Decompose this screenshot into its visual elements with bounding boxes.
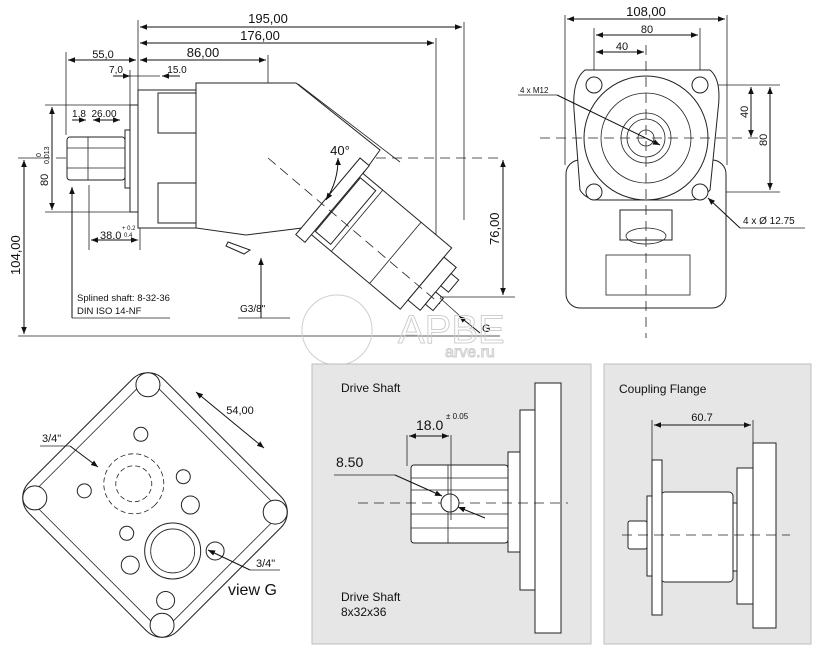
dim-bolt-spacing-v: 80 [758, 134, 770, 146]
dim-pilot-diameter: 80 [39, 174, 51, 186]
view-g-arrow-label: G [482, 323, 491, 335]
dim-flange-offset-left: 7,0 [109, 65, 123, 76]
dim-hole-diameter: 8.50 [336, 454, 363, 470]
dim-shaft-length: 55,0 [92, 49, 113, 61]
drive-shaft-title: Drive Shaft [341, 381, 401, 395]
dim-port-spacing: 54,00 [226, 405, 254, 417]
dim-shaft-tolerance: ± 0.05 [446, 412, 469, 421]
thread-label: 4 x M12 [520, 86, 549, 95]
view-g: 54,00 3/4" 3/4" view G [22, 372, 288, 638]
port-a-label: 3/4" [42, 433, 61, 445]
dim-bolt-spacing-h: 80 [641, 24, 653, 36]
watermark: АРВЕ arve.ru [301, 294, 505, 366]
view-g-label: view G [228, 582, 277, 599]
watermark-brand: АРВЕ [398, 308, 505, 352]
dim-overall-width: 108,00 [626, 4, 666, 19]
dim-shaft-position: 18.0 [416, 417, 443, 433]
dim-bolt-half-h: 40 [616, 41, 628, 53]
spline-note-line2: DIN ISO 14-NF [77, 306, 142, 317]
dim-coupling-length: 60.7 [691, 412, 712, 424]
front-view: 108,00 80 40 40 80 4 x M12 4 x Ø 12.75 [518, 4, 805, 338]
coupling-title: Coupling Flange [619, 382, 707, 396]
dim-tol-lower: 0.013 [44, 146, 51, 164]
drain-port-label: G3/8" [240, 304, 266, 315]
dim-flange-offset-right: 15.0 [167, 65, 187, 76]
dim-bolt-half-v: 40 [739, 106, 751, 118]
dim-pivot-distance: 86,00 [187, 45, 220, 60]
side-view: 195,00 176,00 86,00 55,0 7,0 15.0 1.8 26… [8, 11, 515, 337]
dim-groove-tol-lower: 0.4 [124, 233, 133, 239]
drive-shaft-caption-2: 8x32x36 [341, 605, 387, 619]
dim-overall-length: 195,00 [248, 11, 288, 26]
drive-shaft-caption-1: Drive Shaft [341, 590, 401, 604]
drive-shaft-panel: Drive Shaft 18.0 ± 0.05 8.50 Drive Shaft… [311, 363, 592, 645]
dim-angle: 40° [330, 143, 350, 158]
dim-port-height: 76,00 [487, 212, 502, 245]
dim-overall-height: 104,00 [8, 235, 23, 275]
port-b-label: 3/4" [256, 558, 275, 570]
bolt-holes-label: 4 x Ø 12.75 [743, 216, 795, 227]
dim-spline-length: 26.00 [91, 109, 116, 120]
coupling-flange-panel: Coupling Flange 60.7 [603, 363, 812, 645]
dim-groove-width: 1.8 [72, 109, 86, 120]
spline-note-line1: Splined shaft: 8-32-36 [77, 293, 170, 304]
dim-tol-upper: 0 [36, 153, 43, 157]
dim-groove-tol-upper: + 0.2 [122, 226, 136, 232]
dim-length-to-flange: 176,00 [240, 28, 280, 43]
dim-groove-position: 38.0 [100, 230, 121, 242]
watermark-site: arve.ru [445, 344, 495, 361]
